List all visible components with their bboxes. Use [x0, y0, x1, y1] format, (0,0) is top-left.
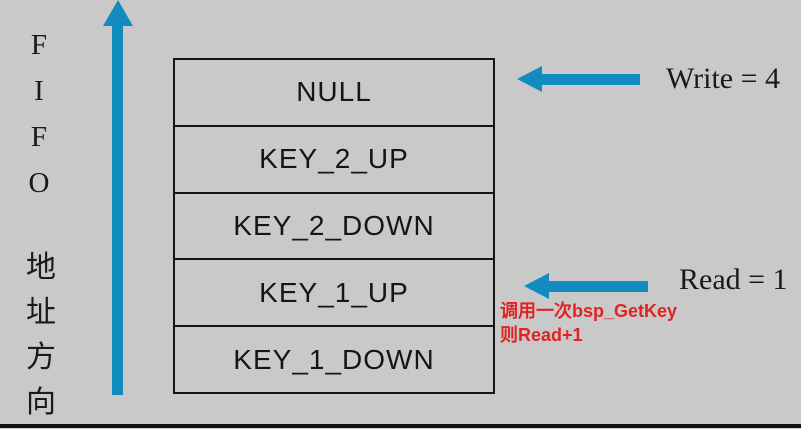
fifo-letter: F: [30, 29, 48, 61]
read-pointer-arrow-shaft: [548, 281, 648, 292]
direction-char: 地: [26, 251, 56, 284]
read-pointer-label: Read = 1: [679, 263, 788, 296]
direction-char: 向: [26, 386, 56, 419]
direction-char: 方: [26, 341, 56, 374]
write-pointer-arrow-left-icon: [517, 66, 542, 92]
fifo-letter: O: [28, 167, 50, 199]
bottom-divider: [0, 424, 801, 428]
fifo-cell: KEY_2_UP: [175, 127, 493, 194]
right-edge-margin: [801, 0, 806, 429]
read-pointer-arrow-left-icon: [524, 273, 549, 299]
fifo-letter: F: [30, 121, 48, 153]
fifo-buffer-table: NULL KEY_2_UP KEY_2_DOWN KEY_1_UP KEY_1_…: [173, 58, 495, 394]
annotation-line1: 调用一次bsp_GetKey: [500, 301, 678, 321]
fifo-cell: KEY_2_DOWN: [175, 194, 493, 261]
read-increment-annotation: 调用一次bsp_GetKey 则Read+1: [500, 299, 677, 347]
address-direction-arrow-shaft: [112, 22, 123, 395]
address-direction-label: 地 址 方 向: [24, 245, 58, 425]
annotation-line2: 则Read+1: [500, 325, 583, 345]
write-pointer-label: Write = 4: [666, 62, 781, 95]
write-pointer-arrow-shaft: [541, 74, 640, 85]
fifo-vertical-label: F I F O: [22, 22, 56, 206]
fifo-cell: KEY_1_UP: [175, 260, 493, 328]
address-direction-arrow-up-icon: [103, 0, 133, 26]
fifo-cell: KEY_1_DOWN: [233, 343, 435, 375]
fifo-cell: NULL: [175, 60, 493, 127]
fifo-letter: I: [34, 75, 44, 107]
direction-char: 址: [26, 296, 56, 329]
